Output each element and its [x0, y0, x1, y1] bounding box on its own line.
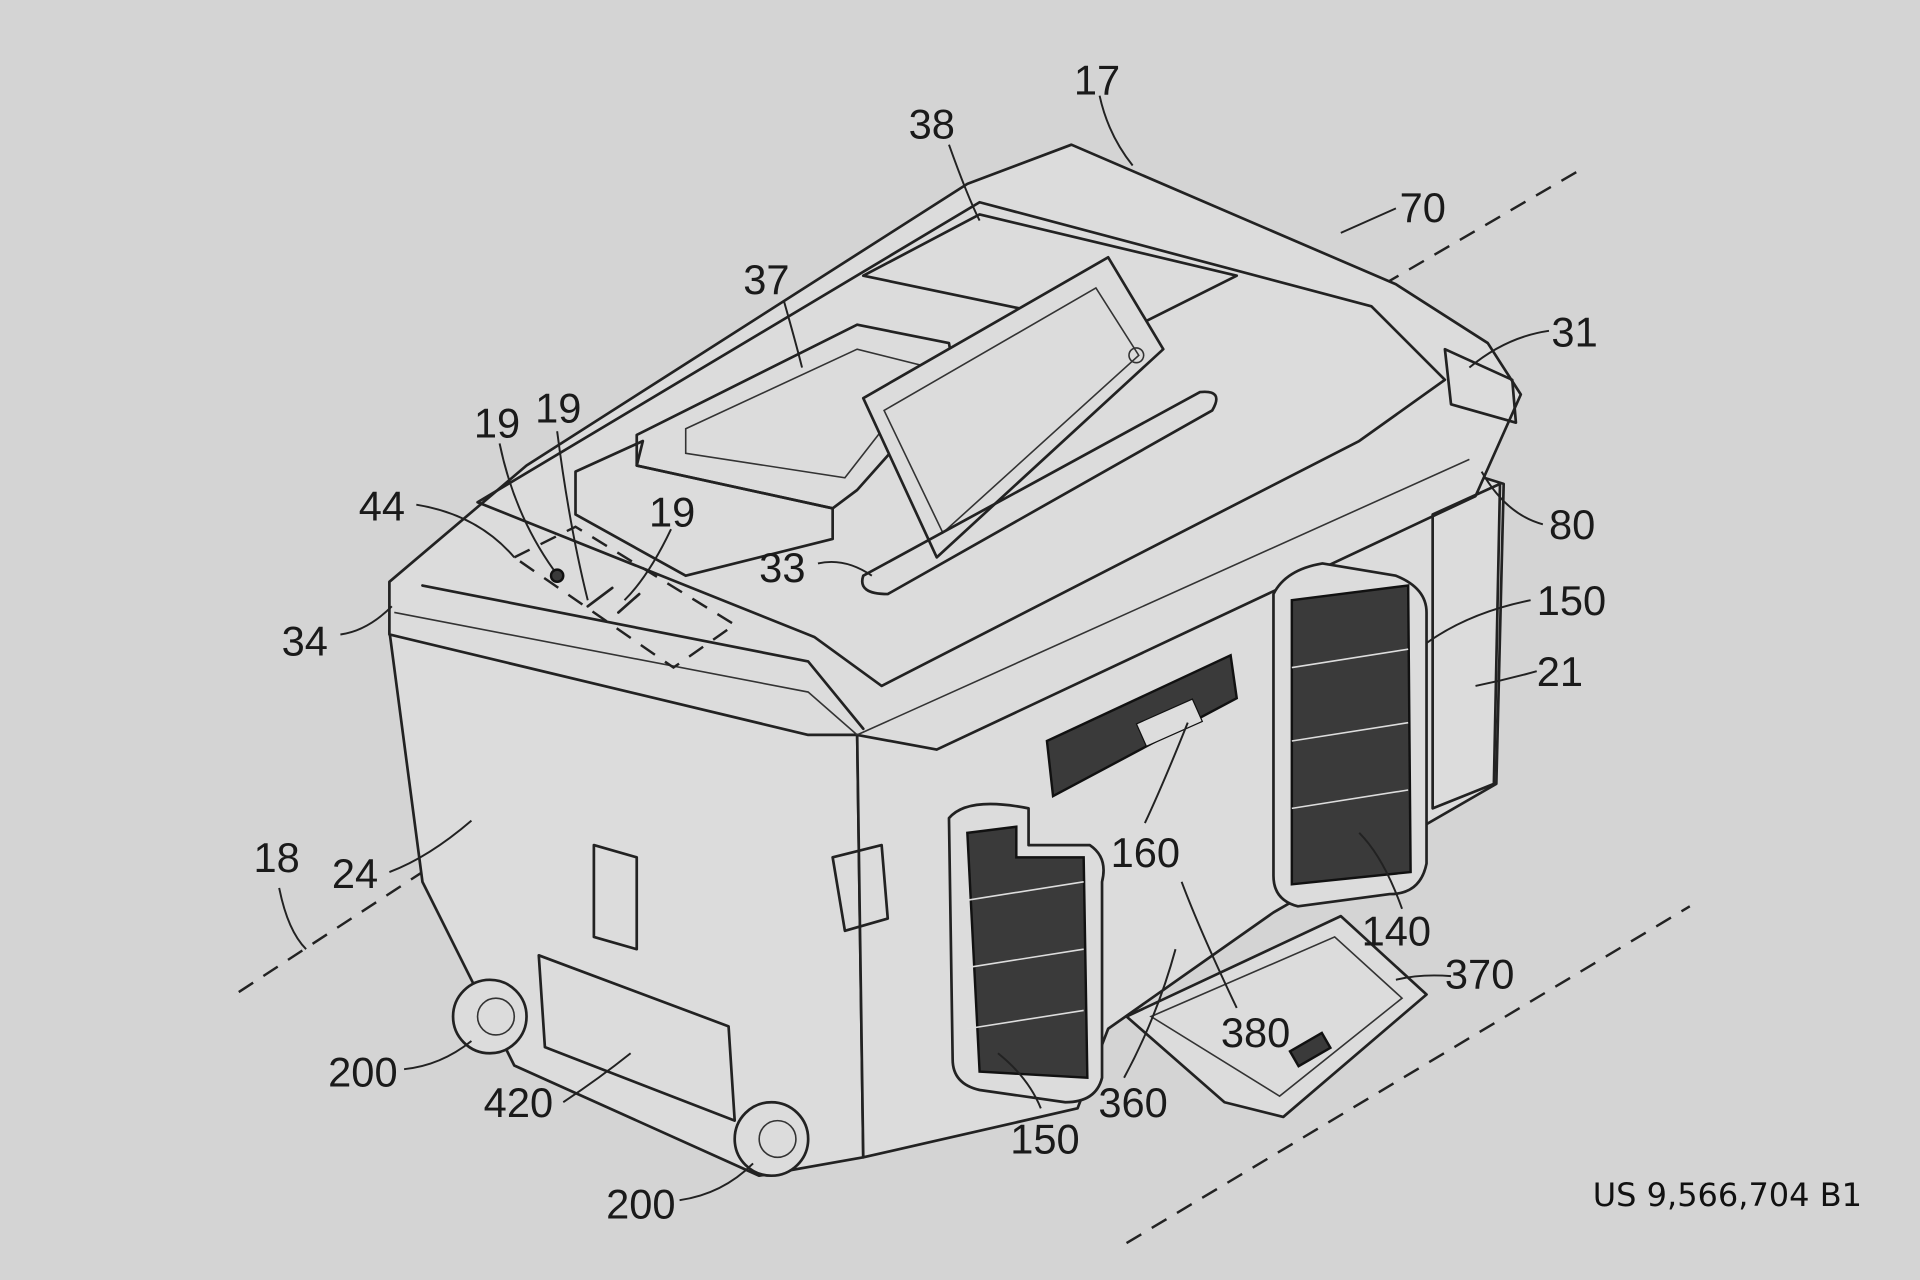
ref-370: 370	[1445, 950, 1514, 997]
fastener-19	[549, 568, 565, 584]
ref-18: 18	[253, 834, 299, 881]
leader-lines	[278, 95, 1550, 1202]
wheel-200-left	[451, 978, 528, 1055]
tray-370	[1125, 914, 1428, 1119]
axis-line-bottom	[1125, 905, 1691, 1245]
tablet	[861, 255, 1165, 559]
ref-44: 44	[359, 483, 405, 530]
ref-360: 360	[1098, 1079, 1167, 1126]
ref-19-b: 19	[535, 385, 581, 432]
ref-24: 24	[332, 850, 378, 897]
ref-17: 17	[1074, 56, 1120, 103]
ref-150-right: 150	[1537, 577, 1606, 624]
axis-line-top	[1383, 170, 1578, 286]
slot-33	[860, 390, 1218, 596]
ref-420: 420	[484, 1079, 553, 1126]
ref-80: 80	[1549, 501, 1595, 548]
ref-160: 160	[1111, 829, 1180, 876]
ref-21: 21	[1537, 648, 1583, 695]
ref-33: 33	[759, 544, 805, 591]
ref-70: 70	[1400, 184, 1446, 231]
ref-19-c: 19	[649, 489, 695, 536]
axis-line-left	[238, 871, 424, 994]
ref-34: 34	[282, 617, 328, 664]
ref-31: 31	[1551, 309, 1597, 356]
ref-200-bottom: 200	[606, 1181, 675, 1228]
ref-380: 380	[1221, 1009, 1290, 1056]
ref-200-top: 200	[328, 1048, 397, 1095]
ref-150-bottom: 150	[1010, 1116, 1079, 1163]
panel-420	[537, 953, 737, 1122]
patent-number: US 9,566,704 B1	[1592, 1176, 1862, 1214]
ref-140: 140	[1362, 908, 1431, 955]
ref-37: 37	[743, 256, 789, 303]
region-44	[511, 525, 737, 670]
ref-19-a: 19	[474, 399, 520, 446]
ref-38: 38	[909, 101, 955, 148]
wheel-200-right	[733, 1100, 810, 1178]
